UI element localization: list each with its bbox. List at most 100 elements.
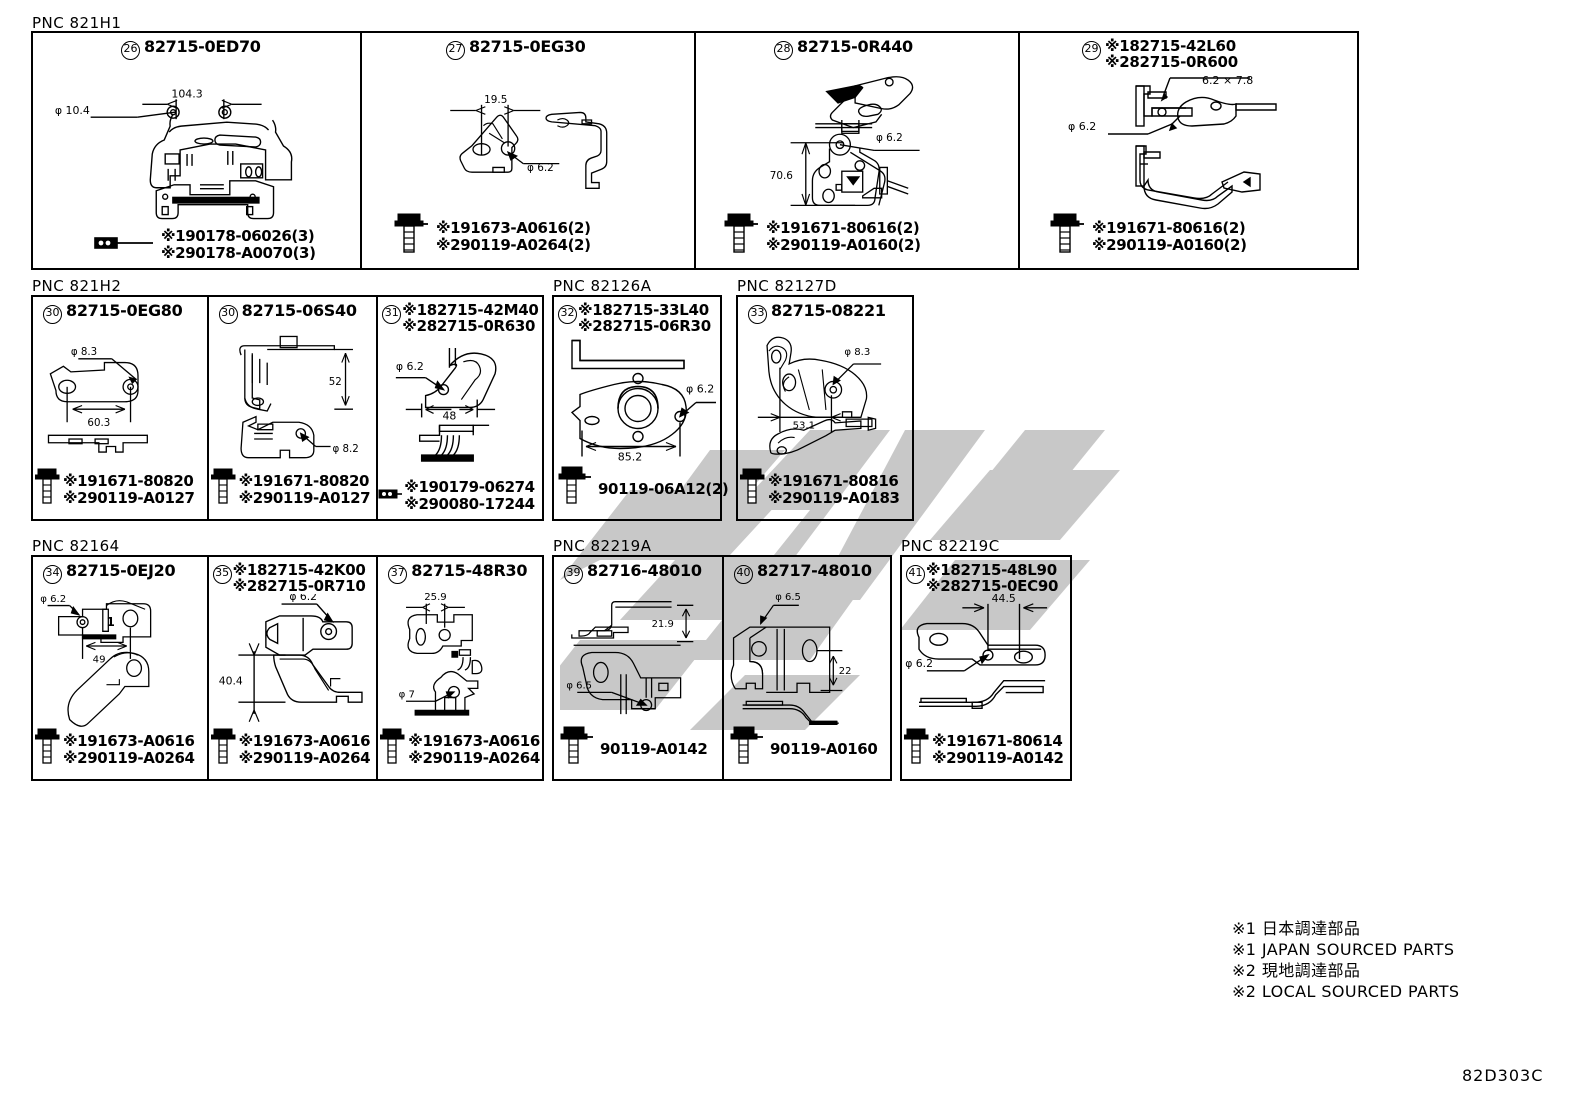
part-cell-30a[interactable]: 30 82715-0EG80 xyxy=(33,297,209,519)
svg-text:φ 6.5: φ 6.5 xyxy=(775,592,801,603)
part-cell-31[interactable]: 31 ※182715-42M40 ※282715-0R630 xyxy=(378,297,542,519)
part-cell-39[interactable]: 39 82716-48010 xyxy=(554,557,724,779)
part-cell-27[interactable]: 27 82715-0EG30 xyxy=(362,33,696,268)
callout-index: 28 xyxy=(774,41,793,60)
pnc-label-82127d: PNC 82127D xyxy=(737,277,837,295)
part-drawing-82715-42L60: 6.2 × 7.8 φ 6.2 xyxy=(1020,70,1357,212)
part-cell-35[interactable]: 35 ※182715-42K00 ※282715-0R710 xyxy=(209,557,379,779)
callout-index: 32 xyxy=(558,305,577,324)
pnc-label-821h1: PNC 821H1 xyxy=(32,14,122,32)
part-number: 82715-0EG80 xyxy=(66,301,183,320)
cell-header: 26 82715-0ED70 xyxy=(33,33,360,65)
cell-header: 37 82715-48R30 xyxy=(378,557,542,589)
fastener-number: ※191671-80820 xyxy=(63,472,194,490)
part-number: ※182715-42K00 xyxy=(232,561,366,579)
bolt-icon xyxy=(724,212,760,262)
legend-line-en2: ※2 LOCAL SOURCED PARTS xyxy=(1232,982,1460,1001)
fastener-number: 90119-A0160 xyxy=(770,739,878,758)
fastener-number: ※290119-A0160(2) xyxy=(1092,236,1247,254)
svg-text:φ 8.2: φ 8.2 xyxy=(332,443,358,455)
fastener-number: ※191673-A0616 xyxy=(238,732,371,750)
svg-text:49: 49 xyxy=(93,655,106,666)
svg-text:φ 6.2: φ 6.2 xyxy=(40,594,66,605)
panel-group-82126a: 32 ※182715-33L40 ※282715-06R30 xyxy=(552,295,729,521)
cell-header: 30 82715-0EG80 xyxy=(33,297,207,329)
fastener-block: ※191671-80816 ※290119-A0183 xyxy=(738,467,912,519)
svg-text:φ 6.2: φ 6.2 xyxy=(527,162,554,174)
svg-text:φ 6.2: φ 6.2 xyxy=(289,594,317,603)
cell-header: 41 ※182715-48L90 ※282715-0EC90 xyxy=(902,557,1070,594)
bolt-icon xyxy=(34,727,61,773)
fastener-number: ※290119-A0264 xyxy=(408,749,540,767)
cell-header: 40 82717-48010 xyxy=(724,557,890,589)
part-cell-32[interactable]: 32 ※182715-33L40 ※282715-06R30 xyxy=(554,297,729,519)
part-drawing-82715-48R30: 25.9 φ 7 xyxy=(378,589,542,727)
part-drawing-82715-42M40: φ 6.2 48 xyxy=(378,334,542,479)
callout-index: 41 xyxy=(906,565,925,584)
panel-group-821h1: 26 82715-0ED70 xyxy=(31,31,1359,270)
legend-line-jp2: ※2 現地調達部品 xyxy=(1232,961,1361,980)
bolt-icon xyxy=(379,727,406,773)
part-number: ※182715-48L90 xyxy=(926,561,1057,579)
svg-text:φ 6.2: φ 6.2 xyxy=(905,657,933,670)
clip-icon xyxy=(93,232,155,258)
part-cell-29[interactable]: 29 ※182715-42L60 ※282715-0R600 xyxy=(1020,33,1357,268)
panel-group-82219a: 39 82716-48010 xyxy=(552,555,892,781)
part-number: 82717-48010 xyxy=(757,561,872,580)
part-drawing-82715-0ED70: 104.3 φ 10.4 xyxy=(33,65,360,228)
pnc-label-82219c: PNC 82219C xyxy=(901,537,1000,555)
svg-text:21.9: 21.9 xyxy=(652,619,674,630)
part-cell-28[interactable]: 28 82715-0R440 xyxy=(696,33,1020,268)
part-cell-40[interactable]: 40 82717-48010 xyxy=(724,557,890,779)
fastener-number: 90119-06A12(2) xyxy=(598,479,729,498)
fastener-number: ※290119-A0264 xyxy=(63,749,195,767)
part-cell-37[interactable]: 37 82715-48R30 xyxy=(378,557,542,779)
part-drawing-82715-42K00: φ 6.2 40.4 xyxy=(209,594,377,727)
fastener-block: 90119-A0142 xyxy=(554,725,722,779)
fastener-number: ※290119-A0127 xyxy=(63,489,195,507)
callout-index: 33 xyxy=(748,305,767,324)
part-drawing-82716-48010: 21.9 φ 6.5 xyxy=(554,589,722,725)
callout-index: 39 xyxy=(564,565,583,584)
part-cell-26[interactable]: 26 82715-0ED70 xyxy=(33,33,362,268)
svg-text:φ 8.3: φ 8.3 xyxy=(844,347,870,358)
part-cell-30b[interactable]: 30 82715-06S40 xyxy=(209,297,379,519)
part-cell-41[interactable]: 41 ※182715-48L90 ※282715-0EC90 xyxy=(902,557,1070,779)
fastener-block: ※191671-80820 ※290119-A0127 xyxy=(209,467,377,519)
fastener-block: ※191673-A0616(2) ※290119-A0264(2) xyxy=(362,212,694,268)
part-number: 82715-06S40 xyxy=(241,301,357,320)
svg-text:25.9: 25.9 xyxy=(425,592,448,603)
cell-header: 29 ※182715-42L60 ※282715-0R600 xyxy=(1020,33,1357,70)
svg-text:48: 48 xyxy=(443,409,457,422)
callout-index: 27 xyxy=(446,41,465,60)
fastener-number: ※290119-A0183 xyxy=(768,489,900,507)
svg-text:φ 10.4: φ 10.4 xyxy=(55,104,90,117)
callout-index: 35 xyxy=(212,565,232,584)
part-drawing-82715-0EG80: φ 8.3 60.3 xyxy=(33,329,207,467)
bolt-icon xyxy=(210,467,237,513)
svg-text:φ 8.3: φ 8.3 xyxy=(71,346,97,358)
part-drawing-82715-06S40: 52 φ 8.2 xyxy=(209,329,377,467)
fastener-block: ※191671-80820 ※290119-A0127 xyxy=(33,467,207,519)
cell-header: 33 82715-08221 xyxy=(738,297,912,329)
panel-group-82164: 34 82715-0EJ20 φ 6.2 1 xyxy=(31,555,544,781)
part-number: 82715-08221 xyxy=(771,301,886,320)
fastener-block: ※191671-80616(2) ※290119-A0160(2) xyxy=(1020,212,1357,268)
part-number: ※182715-42M40 xyxy=(402,301,539,319)
part-cell-33[interactable]: 33 82715-08221 xyxy=(738,297,912,519)
part-drawing-82715-0R440: 70.6 φ 6.2 xyxy=(696,65,1018,212)
part-cell-34[interactable]: 34 82715-0EJ20 φ 6.2 1 xyxy=(33,557,209,779)
part-number: 82715-0ED70 xyxy=(144,37,261,56)
fastener-number: ※191673-A0616 xyxy=(63,732,195,750)
panel-group-82127d: 33 82715-08221 xyxy=(736,295,914,521)
bolt-icon xyxy=(394,212,430,262)
fastener-number: ※191673-A0616 xyxy=(408,732,540,750)
svg-text:85.2: 85.2 xyxy=(618,451,643,464)
svg-text:40.4: 40.4 xyxy=(218,675,242,688)
svg-text:22: 22 xyxy=(839,666,852,677)
svg-text:70.6: 70.6 xyxy=(770,170,793,182)
part-number: ※182715-42L60 xyxy=(1105,37,1236,55)
callout-index: 34 xyxy=(43,565,62,584)
part-number: ※182715-33L40 xyxy=(578,301,709,319)
pnc-label-82164: PNC 82164 xyxy=(32,537,120,555)
